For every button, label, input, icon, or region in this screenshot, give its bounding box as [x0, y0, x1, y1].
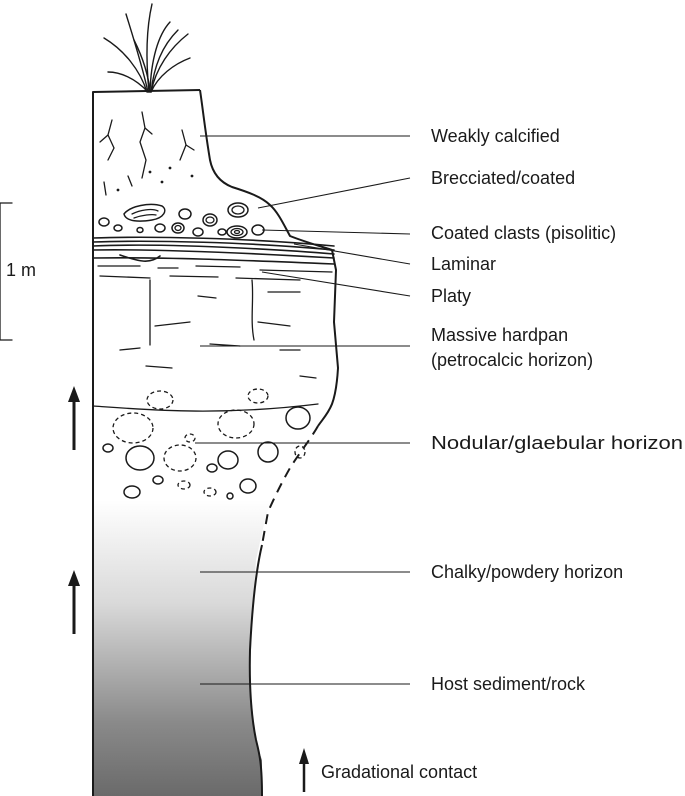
- profile-outline: [92, 89, 339, 796]
- nodules: [102, 388, 311, 500]
- label-coated-clasts: Coated clasts (pisolitic): [431, 223, 616, 243]
- legend-gradational-contact: Gradational contact: [321, 762, 477, 782]
- label-petrocalcic-horizon: (petrocalcic horizon): [431, 350, 593, 370]
- label-nodular-glaebular: Nodular/glaebular horizon: [431, 433, 683, 453]
- label-platy: Platy: [431, 286, 471, 306]
- label-host-sediment: Host sediment/rock: [431, 674, 586, 694]
- platy-layer: [97, 265, 333, 346]
- arrow-up-icon: [299, 748, 309, 792]
- label-brecciated-coated: Brecciated/coated: [431, 168, 575, 188]
- grass-tuft-icon: [103, 3, 191, 93]
- label-chalky-powdery: Chalky/powdery horizon: [431, 562, 623, 582]
- laminar-bands: [92, 236, 335, 265]
- label-massive-hardpan: Massive hardpan: [431, 325, 568, 345]
- label-laminar: Laminar: [431, 254, 496, 274]
- label-weakly-calcified: Weakly calcified: [431, 126, 560, 146]
- root-traces: [99, 111, 195, 196]
- coated-clasts: [98, 202, 265, 239]
- leader-lines: [195, 135, 411, 685]
- arrow-up-icon: [68, 570, 80, 634]
- horizon-labels: Weakly calcified Brecciated/coated Coate…: [431, 126, 683, 694]
- legend: Gradational contact: [299, 748, 477, 792]
- scale-bar-label: 1 m: [6, 260, 36, 280]
- weakly-calcified-dots: [116, 166, 194, 192]
- arrow-up-icon: [68, 386, 80, 450]
- scale-bar: 1 m: [0, 202, 36, 341]
